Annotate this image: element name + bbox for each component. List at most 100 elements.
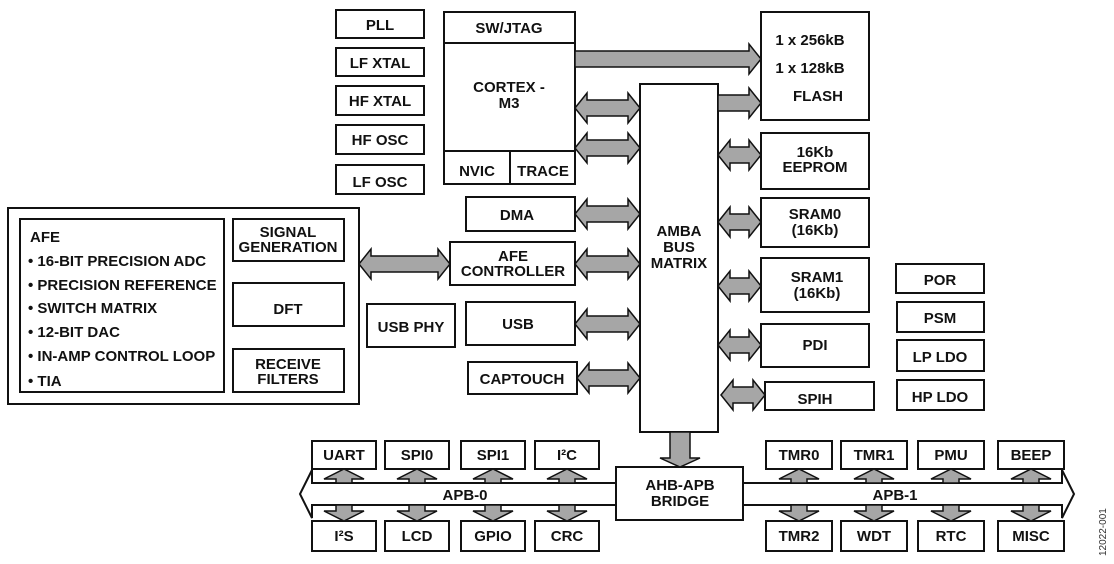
afe-controller-matrix-arrow [574, 246, 641, 282]
apb0-bottom-peripheral: CRC [534, 520, 600, 552]
down-arrow [1010, 504, 1052, 522]
peripheral-label: SPI1 [477, 447, 510, 464]
sram1-block: SRAM1 (16Kb) [760, 257, 870, 313]
apb1-top-peripheral: TMR1 [840, 440, 908, 470]
peripheral-label: RTC [936, 528, 967, 545]
dma-label: DMA [500, 207, 534, 224]
pdi-label: PDI [802, 337, 827, 354]
apb1-top-peripheral: TMR0 [765, 440, 833, 470]
hp-ldo-block: HP LDO [896, 379, 985, 411]
lf-osc-label: LF OSC [353, 174, 408, 191]
dma-block: DMA [465, 196, 576, 232]
bus-arrows [323, 41, 1052, 522]
hf-xtal-label: HF XTAL [349, 93, 411, 110]
apb1-top-peripheral: PMU [917, 440, 985, 470]
clock-blocks: PLL LF XTAL HF XTAL HF OSC LF OSC [335, 9, 425, 195]
usb-label: USB [502, 316, 534, 333]
dft-label: DFT [273, 301, 302, 318]
nvic-label: NVIC [459, 163, 495, 180]
flash-label: FLASH [793, 88, 843, 105]
down-arrow [853, 504, 895, 522]
down-arrow [323, 504, 365, 522]
cpu-matrix-arrow-2 [574, 130, 641, 166]
amba-bus-matrix: AMBA BUS MATRIX [639, 83, 719, 433]
up-arrow [778, 468, 820, 484]
usb-phy-label: USB PHY [378, 319, 445, 336]
spih-label: SPIH [797, 391, 832, 408]
captouch-label: CAPTOUCH [480, 371, 565, 388]
lf-xtal-label: LF XTAL [350, 55, 411, 72]
afe-feature: • SWITCH MATRIX [28, 300, 157, 317]
sw-jtag-label: SW/JTAG [475, 20, 542, 37]
receive-filters-block: RECEIVE FILTERS [232, 348, 345, 393]
apb1-bottom-peripheral: TMR2 [765, 520, 833, 552]
figure-id: 12022-001 [1098, 508, 1109, 556]
cpu-matrix-arrow-1 [574, 90, 641, 126]
afe-title: AFE [30, 229, 60, 246]
lf-osc-block: LF OSC [335, 164, 425, 195]
peripheral-label: MISC [1012, 528, 1050, 545]
receive-filters-label-2: FILTERS [257, 371, 318, 388]
dft-block: DFT [232, 282, 345, 327]
sram0-matrix-arrow [717, 204, 762, 240]
hf-xtal-block: HF XTAL [335, 85, 425, 116]
dma-matrix-arrow [574, 196, 641, 232]
peripheral-label: I²C [557, 447, 577, 464]
afe-controller-label-1: AFE [498, 248, 528, 265]
peripheral-label: WDT [857, 528, 891, 545]
bus-matrix-label-3: MATRIX [651, 255, 707, 272]
signal-generation-label-2: GENERATION [239, 239, 338, 256]
up-arrow [396, 468, 438, 484]
sram1-size: (16Kb) [794, 285, 841, 302]
signal-generation-label-1: SIGNAL [260, 224, 317, 241]
sram1-label: SRAM1 [791, 269, 844, 286]
afe-to-controller-arrow [358, 246, 451, 282]
lp-ldo-label: LP LDO [913, 349, 968, 366]
afe-feature: • 16-BIT PRECISION ADC [28, 253, 206, 270]
psm-block: PSM [896, 301, 985, 333]
up-arrow [1010, 468, 1052, 484]
down-arrow [930, 504, 972, 522]
psm-label: PSM [924, 310, 957, 327]
sram0-label: SRAM0 [789, 206, 842, 223]
afe-feature: • TIA [28, 373, 62, 390]
bus-matrix-label-1: AMBA [657, 223, 702, 240]
afe-feature: • IN-AMP CONTROL LOOP [28, 348, 215, 365]
peripheral-label: GPIO [474, 528, 512, 545]
hp-ldo-label: HP LDO [912, 389, 969, 406]
lp-ldo-block: LP LDO [896, 339, 985, 372]
apb0-top-peripheral: UART [311, 440, 377, 470]
afe-feature: • 12-BIT DAC [28, 324, 120, 341]
usb-block: USB [465, 301, 576, 346]
up-arrow [546, 468, 588, 484]
signal-generation-block: SIGNAL GENERATION [232, 218, 345, 262]
up-arrow [853, 468, 895, 484]
m3-label: M3 [499, 95, 520, 112]
apb0-bottom-peripheral: I²S [311, 520, 377, 552]
usb-matrix-arrow [574, 306, 641, 342]
down-arrow [396, 504, 438, 522]
peripheral-label: I²S [334, 528, 353, 545]
bridge-label-2: BRIDGE [651, 493, 709, 510]
pll-block: PLL [335, 9, 425, 39]
up-arrow [930, 468, 972, 484]
apb0-bottom-peripheral: GPIO [460, 520, 526, 552]
apb1-bottom-peripheral: WDT [840, 520, 908, 552]
pdi-matrix-arrow [717, 327, 762, 363]
pll-label: PLL [366, 17, 394, 34]
bridge-label-1: AHB-APB [645, 477, 714, 494]
bus-matrix-label-2: BUS [663, 239, 695, 256]
up-arrow [472, 468, 514, 484]
peripheral-label: TMR1 [854, 447, 895, 464]
apb0-top-peripheral: I²C [534, 440, 600, 470]
matrix-to-flash-arrow [717, 85, 762, 121]
hf-osc-label: HF OSC [352, 132, 409, 149]
down-arrow [472, 504, 514, 522]
apb0-top-peripheral: SPI1 [460, 440, 526, 470]
apb1-top-peripheral: BEEP [997, 440, 1065, 470]
apb1-bottom-peripheral: RTC [917, 520, 985, 552]
sram1-matrix-arrow [717, 268, 762, 304]
down-arrow [778, 504, 820, 522]
peripheral-label: PMU [934, 447, 967, 464]
